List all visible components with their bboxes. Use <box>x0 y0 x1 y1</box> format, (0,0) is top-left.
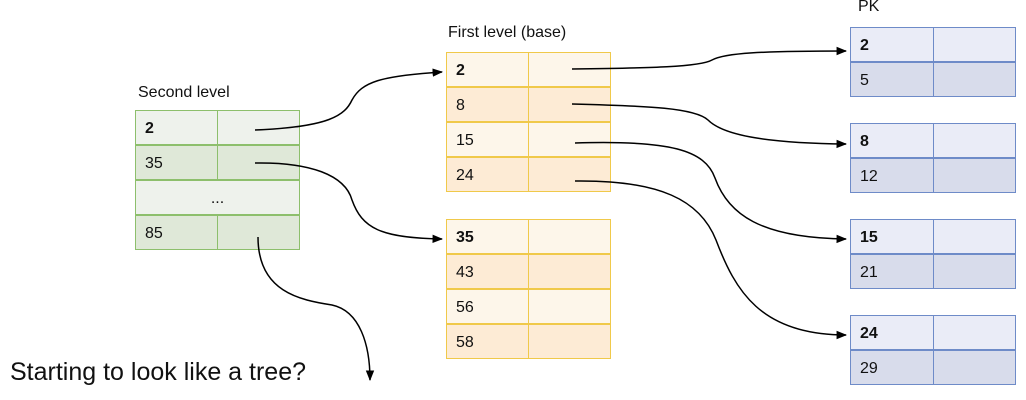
pointer-cell <box>528 52 611 87</box>
ellipsis-cell: ... <box>135 180 300 215</box>
pointer-cell <box>528 122 611 157</box>
arrow-pk-8 <box>571 103 848 149</box>
arrow-pk-24 <box>574 180 848 340</box>
first-level-row: 35 <box>446 219 611 254</box>
key-cell: 12 <box>850 158 934 193</box>
arrow-35-to-second-block <box>254 162 444 244</box>
first-level-block: 2 8 15 24 <box>446 52 611 194</box>
pk-block: 8 12 <box>850 123 1016 193</box>
caption: Starting to look like a tree? <box>10 358 306 386</box>
value-cell <box>933 254 1016 289</box>
key-cell: 21 <box>850 254 934 289</box>
key-cell: 2 <box>135 110 218 145</box>
value-cell <box>933 62 1016 97</box>
first-level-row: 2 <box>446 52 611 87</box>
key-cell: 8 <box>446 87 529 122</box>
key-cell: 15 <box>446 122 529 157</box>
key-cell: 5 <box>850 62 934 97</box>
first-level-row: 24 <box>446 157 611 192</box>
key-cell: 58 <box>446 324 529 359</box>
pointer-cell <box>528 157 611 192</box>
value-cell <box>933 123 1016 158</box>
pointer-cell <box>528 324 611 359</box>
pointer-cell <box>528 254 611 289</box>
key-cell: 29 <box>850 350 934 385</box>
pk-row: 12 <box>850 158 1016 193</box>
pk-row: 24 <box>850 315 1016 350</box>
key-cell: 43 <box>446 254 529 289</box>
value-cell <box>933 219 1016 254</box>
pk-row: 15 <box>850 219 1016 254</box>
pk-block: 15 21 <box>850 219 1016 289</box>
value-cell <box>933 315 1016 350</box>
pk-label: PK <box>858 0 880 15</box>
value-cell <box>933 158 1016 193</box>
value-cell <box>933 350 1016 385</box>
key-cell: 24 <box>446 157 529 192</box>
arrow-pk-2 <box>571 46 848 70</box>
second-level-label: Second level <box>138 84 230 101</box>
pk-row: 29 <box>850 350 1016 385</box>
second-level-row: 2 <box>135 110 300 145</box>
first-level-row: 43 <box>446 254 611 289</box>
pk-row: 8 <box>850 123 1016 158</box>
second-level-block: 2 35 ... 85 <box>135 110 300 252</box>
arrow-85-down <box>257 236 375 382</box>
key-cell: 56 <box>446 289 529 324</box>
key-cell: 85 <box>135 215 218 250</box>
key-cell: 35 <box>446 219 529 254</box>
arrow-pk-15 <box>574 141 848 244</box>
pk-row: 5 <box>850 62 1016 97</box>
first-level-row: 15 <box>446 122 611 157</box>
first-level-label: First level (base) <box>448 24 567 41</box>
pk-row: 21 <box>850 254 1016 289</box>
second-level-row: ... <box>135 180 300 215</box>
first-level-row: 58 <box>446 324 611 359</box>
arrow-2-to-first-block <box>254 68 444 131</box>
first-level-block: 35 43 56 58 <box>446 219 611 361</box>
pointer-cell <box>528 289 611 324</box>
value-cell <box>933 27 1016 62</box>
pk-row: 2 <box>850 27 1016 62</box>
first-level-row: 56 <box>446 289 611 324</box>
key-cell: 2 <box>446 52 529 87</box>
pk-block: 2 5 <box>850 27 1016 97</box>
pk-block: 24 29 <box>850 315 1016 385</box>
pointer-cell <box>528 219 611 254</box>
second-level-row: 85 <box>135 215 300 250</box>
key-cell: 2 <box>850 27 934 62</box>
